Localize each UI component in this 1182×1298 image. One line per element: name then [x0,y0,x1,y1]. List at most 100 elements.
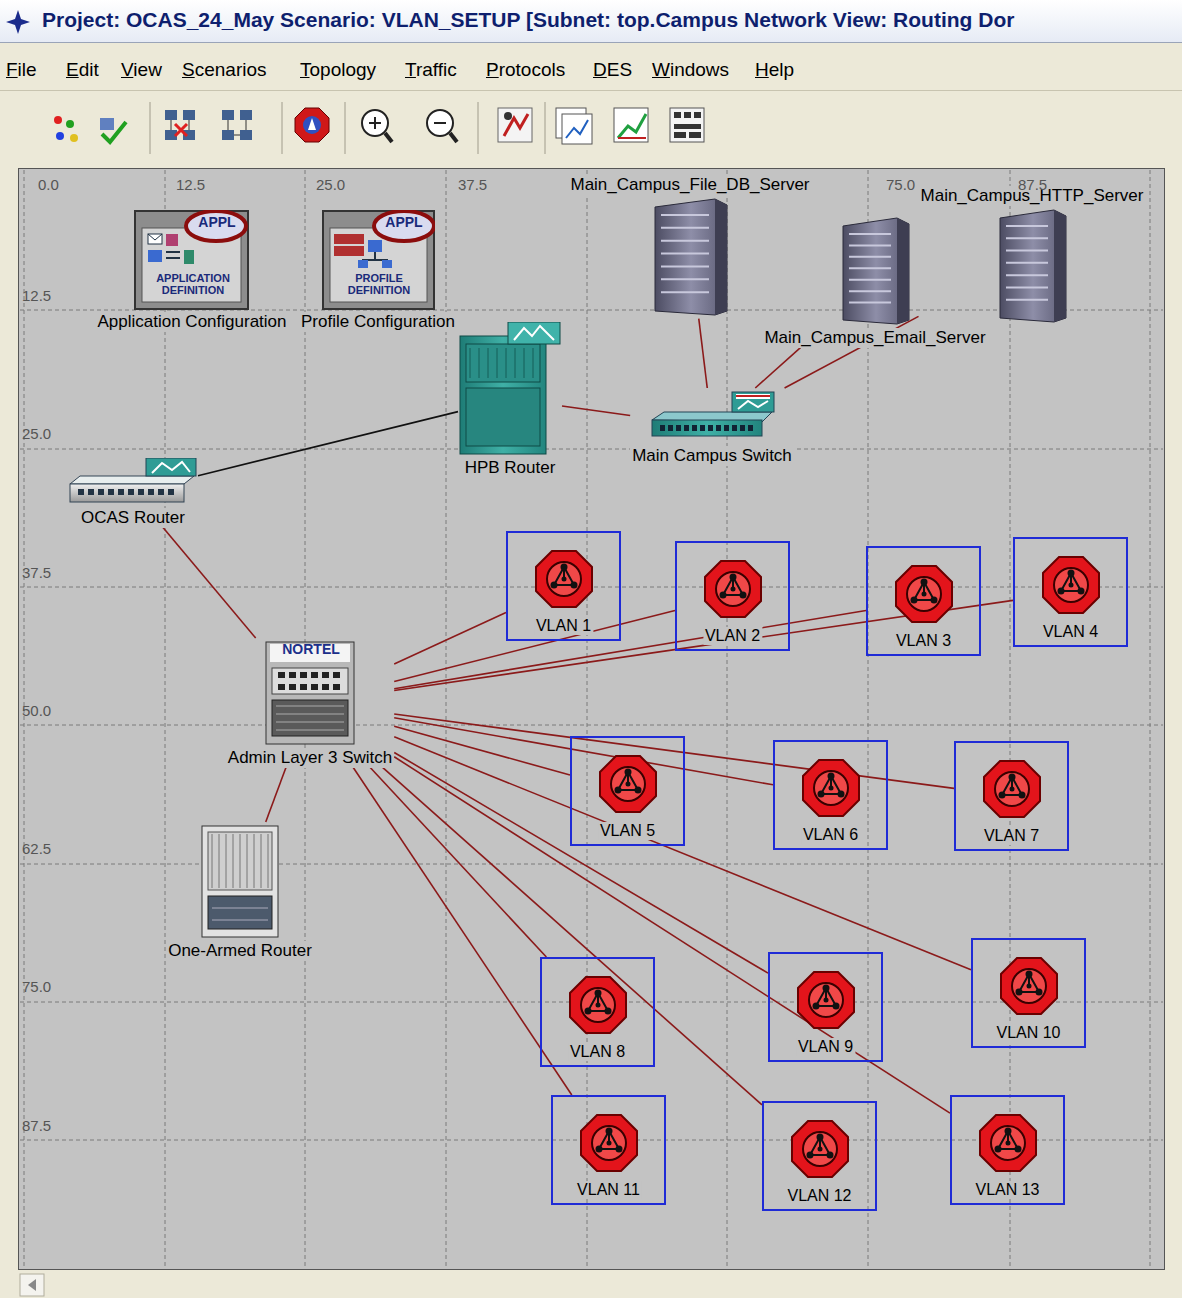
vlan-label: VLAN 6 [801,826,860,844]
menu-item: Traffic [405,59,457,81]
device-label: OCAS Router [79,508,187,528]
ruler-number: 12.5 [22,287,51,304]
network-link [755,348,800,388]
vlan-subnet-box: VLAN 2 [675,541,790,651]
device-label: Main_Campus_File_DB_Server [568,175,811,195]
network-link [394,757,950,1113]
vlan-subnet-box: VLAN 7 [954,741,1069,851]
vlan-subnet-box: VLAN 10 [971,938,1086,1048]
network-link [353,768,572,1095]
menu-item: Scenarios [182,59,267,81]
device-label: Main Campus Switch [630,446,794,466]
menu-item: View [121,59,162,81]
network-link [394,612,506,663]
menu-item: Edit [66,59,99,81]
subnet-icon [598,754,658,814]
server-icon [839,216,911,326]
subnet-icon [999,956,1059,1016]
grid-line [1150,170,1151,1268]
grid-line [587,170,588,1268]
network-device: Main_Campus_File_DB_Server [568,175,811,319]
network-link [394,718,773,785]
vlan-subnet-box: VLAN 6 [773,740,888,850]
hpb-icon [458,322,562,456]
ruler-number: 62.5 [22,840,51,857]
workspace [18,168,1165,1270]
network-link [394,752,768,973]
subnet-icon [568,975,628,1035]
grid-line [20,864,1163,865]
subnet-icon [978,1113,1038,1173]
vlan-label: VLAN 11 [575,1181,642,1199]
menu-item: Windows [652,59,729,81]
device-label: HPB Router [463,458,558,478]
vlan-label: VLAN 8 [568,1043,627,1061]
subnet-icon [894,564,954,624]
vlan-subnet-box: VLAN 4 [1013,537,1128,647]
vlan-label: VLAN 2 [703,627,762,645]
subnet-icon [790,1119,850,1179]
network-device: Main_Campus_Email_Server [762,214,987,348]
vlan-label: VLAN 4 [1041,623,1100,641]
icon-text: APPL [385,214,422,230]
ruler-number: 87.5 [1018,176,1047,193]
ruler-number: 87.5 [22,1117,51,1134]
grid-line [20,449,1163,450]
app-icon [4,8,32,36]
ruler-number: 12.5 [176,176,205,193]
vlan-subnet-box: VLAN 3 [866,546,981,656]
network-device: Main Campus Switch [630,388,794,466]
onearm-icon [200,824,280,939]
ruler-number: 37.5 [22,564,51,581]
network-device: Profile Configuration [299,208,457,332]
menu-item: File [6,59,37,81]
toolbar [0,92,1182,166]
vlan-subnet-box: VLAN 1 [506,531,621,641]
subnet-icon [579,1113,639,1173]
menu-item: Help [755,59,794,81]
network-link [266,768,286,822]
toolbar-icons [54,102,704,154]
network-link [394,737,971,970]
icon-text: APPL [198,214,235,230]
window-title: Project: OCAS_24_May Scenario: VLAN_SETU… [42,8,1014,32]
vlan-subnet-box: VLAN 8 [540,957,655,1067]
ruler-number: 25.0 [22,425,51,442]
subnet-icon [703,559,763,619]
grid-line [446,170,447,1268]
vlan-subnet-box: VLAN 12 [762,1101,877,1211]
subnet-icon [534,549,594,609]
network-link [370,768,546,957]
vlan-label: VLAN 1 [534,617,593,635]
ruler-number: 50.0 [22,702,51,719]
network-device: Main_Campus_HTTP_Server [919,186,1146,326]
menu-item: Topology [300,59,376,81]
network-link [163,528,256,638]
device-label: Application Configuration [95,312,288,332]
network-device: HPB Router [458,320,562,478]
network-link [198,412,458,476]
vlan-label: VLAN 5 [598,822,657,840]
grid-line [20,725,1163,726]
network-link [394,611,866,689]
subnet-icon [801,758,861,818]
network-device: Admin Layer 3 Switch [226,638,394,768]
network-link [383,768,762,1105]
subnet-icon [796,970,856,1030]
device-label: Main_Campus_Email_Server [762,328,987,348]
vlan-label: VLAN 12 [785,1187,853,1205]
ruler-number: 25.0 [316,176,345,193]
icon-text: PROFILE DEFINITION [330,272,428,296]
menu-item: DES [593,59,632,81]
subnet-icon [1041,555,1101,615]
grid-line [165,170,166,1268]
device-label: One-Armed Router [166,941,314,961]
ruler-number: 75.0 [22,978,51,995]
menu-item: Protocols [486,59,565,81]
vlan-label: VLAN 9 [796,1038,855,1056]
vlan-subnet-box: VLAN 13 [950,1095,1065,1205]
grid-line [1010,170,1011,1268]
ruler-number: 0.0 [38,176,59,193]
vlan-subnet-box: VLAN 9 [768,952,883,1062]
switch-icon [648,390,776,444]
